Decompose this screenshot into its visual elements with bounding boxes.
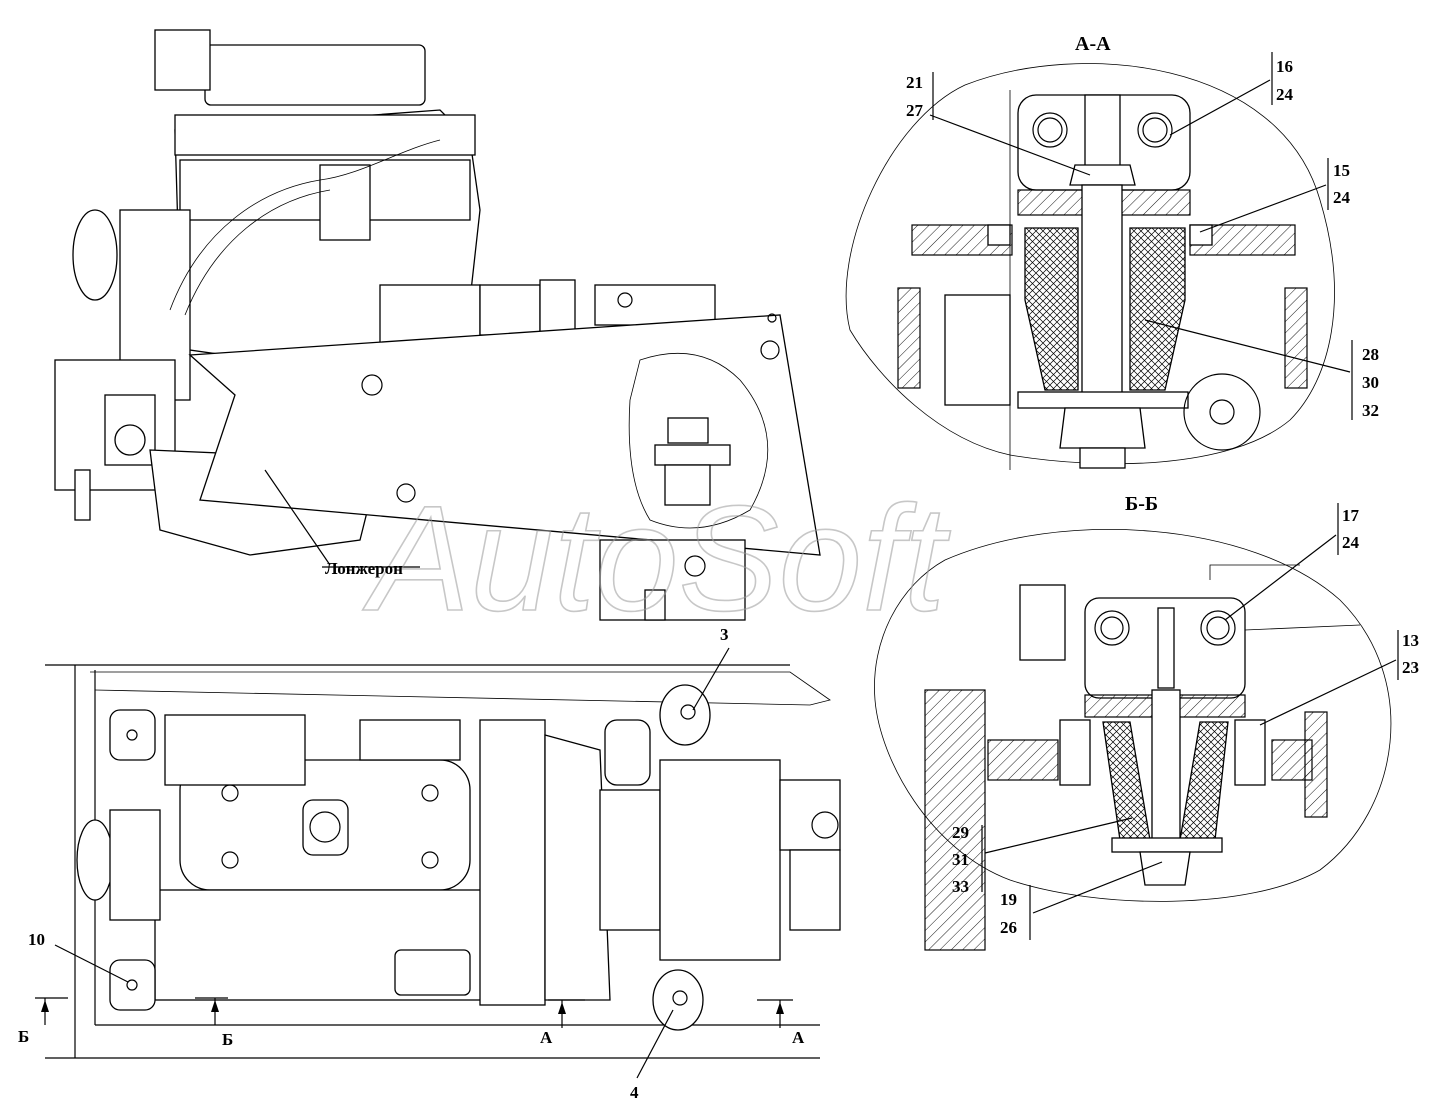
engine-side-view (54, 29, 821, 621)
cut-marker-a-right (757, 999, 793, 1028)
callout-27: 27 (906, 101, 924, 120)
cut-label-a-right: А (792, 1028, 805, 1047)
cut-marker-b-right (195, 997, 228, 1025)
callout-24-aa-mid: 24 (1333, 188, 1351, 207)
callout-26: 26 (1000, 918, 1017, 937)
callout-16: 16 (1276, 57, 1293, 76)
engine-plan-view (35, 647, 841, 1079)
callout-29: 29 (952, 823, 969, 842)
cut-label-b-right: Б (222, 1030, 233, 1049)
callout-30: 30 (1362, 373, 1379, 392)
mount-front-top (109, 709, 156, 761)
mount-front-bottom (109, 959, 156, 1011)
callout-17: 17 (1342, 506, 1360, 525)
callout-32: 32 (1362, 401, 1379, 420)
callout-13: 13 (1402, 631, 1419, 650)
frame-rail-label: Лонжерон (325, 559, 403, 578)
callout-4: 4 (630, 1083, 639, 1102)
callout-10: 10 (28, 930, 45, 949)
callout-24-bb: 24 (1342, 533, 1360, 552)
mount-rear-bottom (652, 969, 704, 1031)
cut-label-a-left: А (540, 1028, 553, 1047)
callout-31: 31 (952, 850, 969, 869)
section-bb-view (874, 503, 1399, 951)
callout-23: 23 (1402, 658, 1419, 677)
callout-28: 28 (1362, 345, 1379, 364)
callout-24-aa-top: 24 (1276, 85, 1294, 104)
frame-rail (188, 314, 821, 556)
section-aa-view (845, 52, 1353, 470)
section-bb-title: Б-Б (1125, 493, 1158, 515)
callout-3: 3 (720, 625, 729, 644)
mount-rear-top (659, 684, 711, 746)
cut-marker-b-left (35, 997, 68, 1025)
callout-33: 33 (952, 877, 969, 896)
cut-label-b-left: Б (18, 1027, 29, 1046)
callout-15: 15 (1333, 161, 1350, 180)
callout-21: 21 (906, 73, 923, 92)
callout-19: 19 (1000, 890, 1017, 909)
section-aa-title: А-А (1075, 33, 1111, 55)
cut-marker-a-left (548, 999, 585, 1028)
watermark: AutoSoft (362, 474, 951, 642)
